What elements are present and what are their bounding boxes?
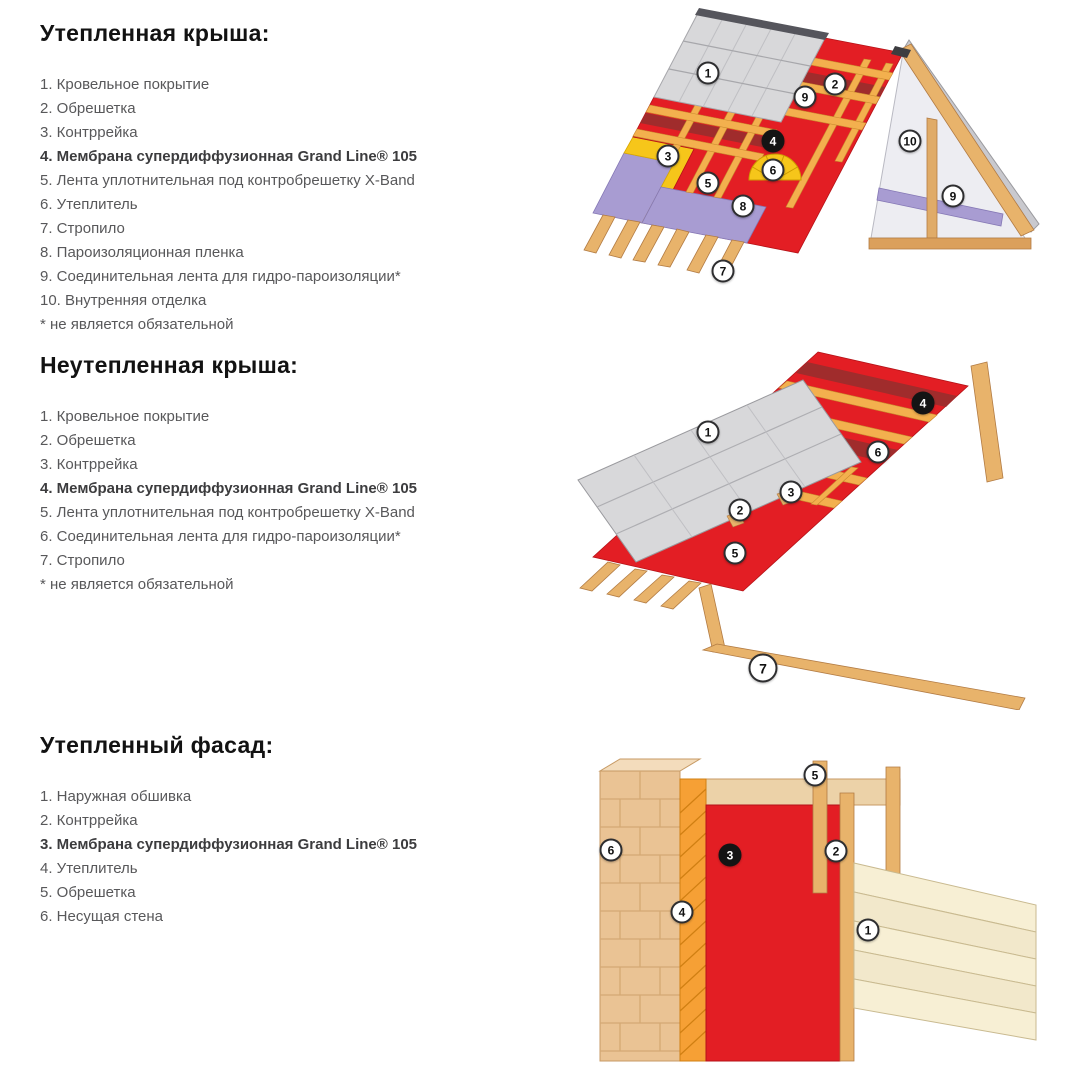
section-uninsulated-roof: Неутепленная крыша: 1. Кровельное покрыт… bbox=[40, 352, 560, 597]
rafter-tails bbox=[579, 561, 702, 610]
joint-tape-strip bbox=[876, 187, 1004, 227]
footnote: * не является обязательной bbox=[40, 316, 234, 333]
callout-membrane: 4 bbox=[911, 391, 935, 415]
layer-item: 7. Стропило bbox=[40, 220, 125, 237]
wall-top-face bbox=[598, 758, 702, 772]
ridge-end-cap bbox=[891, 46, 911, 58]
layer-item: 6. Соединительная лента для гидро-пароиз… bbox=[40, 528, 401, 545]
tile-ribs bbox=[633, 404, 806, 538]
vapor-film-eave bbox=[641, 186, 767, 244]
roofing-corrugation bbox=[678, 17, 797, 117]
gable-interior bbox=[868, 43, 1035, 250]
layer-item: 10. Внутренняя отделка bbox=[40, 292, 207, 309]
footnote: * не является обязательной bbox=[40, 576, 234, 593]
callout: 2 bbox=[824, 839, 848, 863]
callout: 5 bbox=[723, 541, 747, 565]
section-heading-uninsulated-roof: Неутепленная крыша: bbox=[40, 352, 299, 378]
section-insulated-roof: Утепленная крыша: 1. Кровельное покрытие… bbox=[40, 20, 560, 337]
section-heading-insulated-roof: Утепленная крыша: bbox=[40, 20, 270, 46]
ridge-post bbox=[970, 361, 1004, 483]
layer-item: 1. Кровельное покрытие bbox=[40, 76, 210, 93]
layer-item: 1. Наружная обшивка bbox=[40, 788, 192, 805]
callout: 3 bbox=[656, 144, 680, 168]
callout: 5 bbox=[696, 171, 720, 195]
layer-item: 8. Пароизоляционная пленка bbox=[40, 244, 244, 261]
section-insulated-facade: Утепленный фасад: 1. Наружная обшивка 2.… bbox=[40, 732, 560, 929]
layer-item: 2. Обрешетка bbox=[40, 100, 136, 117]
gable-edge-beam bbox=[898, 43, 1035, 237]
layer-item: 6. Утеплитель bbox=[40, 196, 138, 213]
gable-post bbox=[926, 117, 938, 239]
layer-list-insulated-facade: 1. Наружная обшивка 2. Контррейка 3. Мем… bbox=[40, 785, 560, 929]
callout: 1 bbox=[696, 61, 720, 85]
callout: 1 bbox=[696, 420, 720, 444]
ridge-cap bbox=[695, 8, 829, 40]
layer-item: 5. Лента уплотнительная под контробрешет… bbox=[40, 172, 415, 189]
layer-list-uninsulated-roof: 1. Кровельное покрытие 2. Обрешетка 3. К… bbox=[40, 405, 560, 597]
callout: 2 bbox=[823, 72, 847, 96]
layer-item: 3. Контррейка bbox=[40, 456, 138, 473]
layer-item: 7. Стропило bbox=[40, 552, 125, 569]
callout: 6 bbox=[599, 838, 623, 862]
callout: 3 bbox=[779, 480, 803, 504]
layer-item: 4. Утеплитель bbox=[40, 860, 138, 877]
callout: 10 bbox=[898, 129, 922, 153]
callout: 9 bbox=[793, 85, 817, 109]
layer-item-highlight-membrane: 3. Мембрана супердиффузионная Grand Line… bbox=[40, 836, 418, 853]
callout-membrane: 4 bbox=[761, 129, 785, 153]
insulated-facade-illustration bbox=[598, 758, 1037, 1062]
mortar-lines bbox=[600, 771, 680, 1052]
callout: 2 bbox=[728, 498, 752, 522]
insulated-roof-illustration bbox=[583, 8, 1040, 279]
layer-item: 5. Лента уплотнительная под контробрешет… bbox=[40, 504, 415, 521]
callout: 7 bbox=[748, 653, 778, 683]
insulated-facade-diagram: 5 6 3 2 4 1 bbox=[588, 753, 1050, 1070]
callout: 4 bbox=[670, 900, 694, 924]
uninsulated-roof-illustration bbox=[577, 351, 1026, 710]
callout: 9 bbox=[941, 184, 965, 208]
callout: 6 bbox=[866, 440, 890, 464]
layer-item: 5. Обрешетка bbox=[40, 884, 136, 901]
callout: 6 bbox=[761, 158, 785, 182]
layer-item: 2. Контррейка bbox=[40, 812, 138, 829]
layer-item-highlight-membrane: 4. Мембрана супердиффузионная Grand Line… bbox=[40, 148, 418, 165]
siding-planks bbox=[853, 862, 1037, 1041]
layer-item: 2. Обрешетка bbox=[40, 432, 136, 449]
gable-bottom-beam bbox=[868, 237, 1032, 250]
callout: 1 bbox=[856, 918, 880, 942]
layer-item: 6. Несущая стена bbox=[40, 908, 163, 925]
roofing-rows bbox=[668, 40, 811, 95]
layer-item: 3. Контррейка bbox=[40, 124, 138, 141]
roof-layer-cutaway bbox=[592, 8, 911, 254]
callout: 7 bbox=[711, 259, 735, 283]
callout-membrane: 3 bbox=[718, 843, 742, 867]
callout: 5 bbox=[803, 763, 827, 787]
layer-item: 9. Соединительная лента для гидро-пароиз… bbox=[40, 268, 401, 285]
insulated-roof-diagram: 1 2 9 3 4 6 5 8 10 9 7 bbox=[573, 0, 1045, 332]
layer-item: 1. Кровельное покрытие bbox=[40, 408, 210, 425]
battens bbox=[632, 57, 894, 162]
rafter-tails bbox=[583, 214, 745, 279]
rafter-connector bbox=[698, 583, 726, 653]
batten-post bbox=[812, 760, 828, 894]
uninsulated-roof-diagram: 4 1 6 3 2 5 7 bbox=[573, 350, 1045, 710]
section-heading-insulated-facade: Утепленный фасад: bbox=[40, 732, 274, 758]
callout: 8 bbox=[731, 194, 755, 218]
top-plate-beam bbox=[679, 778, 901, 806]
layer-item-highlight-membrane: 4. Мембрана супердиффузионная Grand Line… bbox=[40, 480, 418, 497]
rafter-beam bbox=[701, 643, 1026, 710]
joint-tape bbox=[640, 113, 773, 148]
layer-list-insulated-roof: 1. Кровельное покрытие 2. Обрешетка 3. К… bbox=[40, 73, 560, 337]
counter-batten bbox=[839, 792, 855, 1062]
